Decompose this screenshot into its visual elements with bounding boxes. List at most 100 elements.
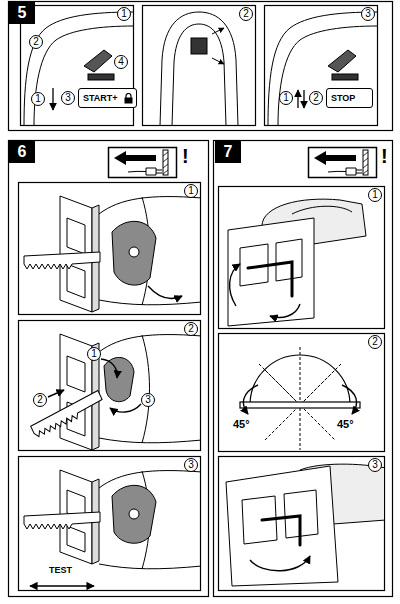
panel-frame <box>9 2 393 131</box>
panel-frame <box>9 141 209 597</box>
callout-number: 2 <box>309 91 323 105</box>
callout-number: 2 <box>239 7 253 21</box>
node-text: 2 <box>313 93 319 103</box>
jigsaw-base-plate <box>226 466 338 586</box>
release-arrow <box>303 90 304 108</box>
jigsaw-handle <box>24 12 133 125</box>
jigsaw-handle <box>328 50 356 72</box>
blade-clamp <box>101 359 117 378</box>
jigsaw-base-plate <box>262 516 300 545</box>
node-text: 5 <box>18 5 27 21</box>
unplug-warning-icon <box>114 151 156 165</box>
blade-clamp <box>29 390 105 438</box>
blade-clamp <box>30 585 94 586</box>
jigsaw-base-plate <box>248 262 292 296</box>
angle-value: 45° <box>232 419 251 430</box>
callout-number: 1 <box>31 92 45 106</box>
unplug-warning-icon <box>146 168 162 175</box>
unplug-warning-icon <box>328 171 346 173</box>
blade-clamp <box>67 356 85 392</box>
jigsaw-handle <box>84 50 112 72</box>
blade-clamp <box>148 286 182 298</box>
jigsaw-base-plate <box>292 206 352 214</box>
callout-number: 2 <box>29 35 43 49</box>
callout-number: 2 <box>33 393 47 407</box>
node-text: 1 <box>91 349 97 359</box>
blade-clamp <box>99 335 200 352</box>
jigsaw-top-view <box>212 28 224 34</box>
blade-clamp <box>99 197 200 214</box>
blade-clamp <box>48 390 64 397</box>
panel-frame <box>19 183 201 315</box>
callout-number: 1 <box>368 188 382 202</box>
jigsaw-top-view <box>160 12 238 125</box>
unplug-warning-icon <box>314 151 356 165</box>
callout-number: 2 <box>368 335 382 349</box>
bevel-angle-scale <box>342 385 357 414</box>
callout-number: 3 <box>184 458 198 472</box>
test-instruction: TEST <box>48 566 73 575</box>
blade-clamp <box>67 218 85 254</box>
unplug-warning-icon <box>109 148 177 178</box>
blade-clamp <box>24 470 200 586</box>
callout-number: 1 <box>87 347 101 361</box>
lock-icon <box>125 97 133 103</box>
panel-frame <box>214 141 393 597</box>
blade-clamp <box>112 485 156 543</box>
jigsaw-top-view <box>160 12 238 125</box>
blade-clamp <box>99 438 200 443</box>
jigsaw-top-view <box>191 38 207 54</box>
step-number: 5 <box>9 2 35 24</box>
jigsaw-base-plate <box>228 199 366 326</box>
unplug-warning-icon <box>309 148 377 178</box>
node-text: 4 <box>118 57 124 67</box>
panel-frame <box>9 2 393 597</box>
switch-label: STOP <box>326 88 373 108</box>
jigsaw-top-view <box>172 24 226 125</box>
node-text: 7 <box>224 144 233 160</box>
release-arrow <box>297 90 298 108</box>
jigsaw-base-plate <box>226 464 384 586</box>
node-text: 1 <box>372 190 378 200</box>
blade-clamp <box>129 509 139 519</box>
node-text: 6 <box>18 144 27 160</box>
jigsaw-base-plate <box>250 556 310 571</box>
node-text: START+ <box>83 94 118 103</box>
callout-number: 1 <box>184 184 198 198</box>
node-text: 3 <box>145 395 151 405</box>
blade-clamp <box>99 300 200 305</box>
unplug-warning-icon <box>163 150 168 175</box>
jigsaw-handle <box>278 26 377 125</box>
blade-clamp <box>24 512 100 529</box>
blade-clamp <box>67 526 85 552</box>
node-text: 1 <box>188 186 194 196</box>
blade-clamp <box>24 470 200 586</box>
press-arrow <box>52 88 53 110</box>
node-text: 2 <box>372 337 378 347</box>
bevel-angle-scale <box>240 347 360 450</box>
blade-clamp <box>112 221 156 285</box>
bevel-angle-scale <box>300 408 301 450</box>
node-text: 2 <box>33 37 39 47</box>
jigsaw-handle <box>88 74 114 80</box>
blade-clamp <box>104 357 134 401</box>
panel-frame <box>219 187 385 329</box>
node-text: 3 <box>188 460 194 470</box>
panel-frame <box>19 321 201 451</box>
blade-clamp <box>67 264 85 298</box>
jigsaw-base-plate <box>230 264 240 306</box>
node-text: 1 <box>121 9 127 19</box>
node-text: 2 <box>243 9 249 19</box>
lock-icon <box>124 93 133 104</box>
blade-clamp <box>142 335 150 443</box>
jigsaw-handle <box>268 12 377 125</box>
panel-frame <box>265 6 378 126</box>
node-text: 1 <box>283 93 289 103</box>
blade-clamp <box>99 471 200 488</box>
jigsaw-handle <box>268 12 377 125</box>
blade-clamp <box>99 564 200 569</box>
blade-clamp <box>24 252 100 269</box>
jigsaw-base-plate <box>228 218 314 326</box>
callout-number: 2 <box>184 322 198 336</box>
